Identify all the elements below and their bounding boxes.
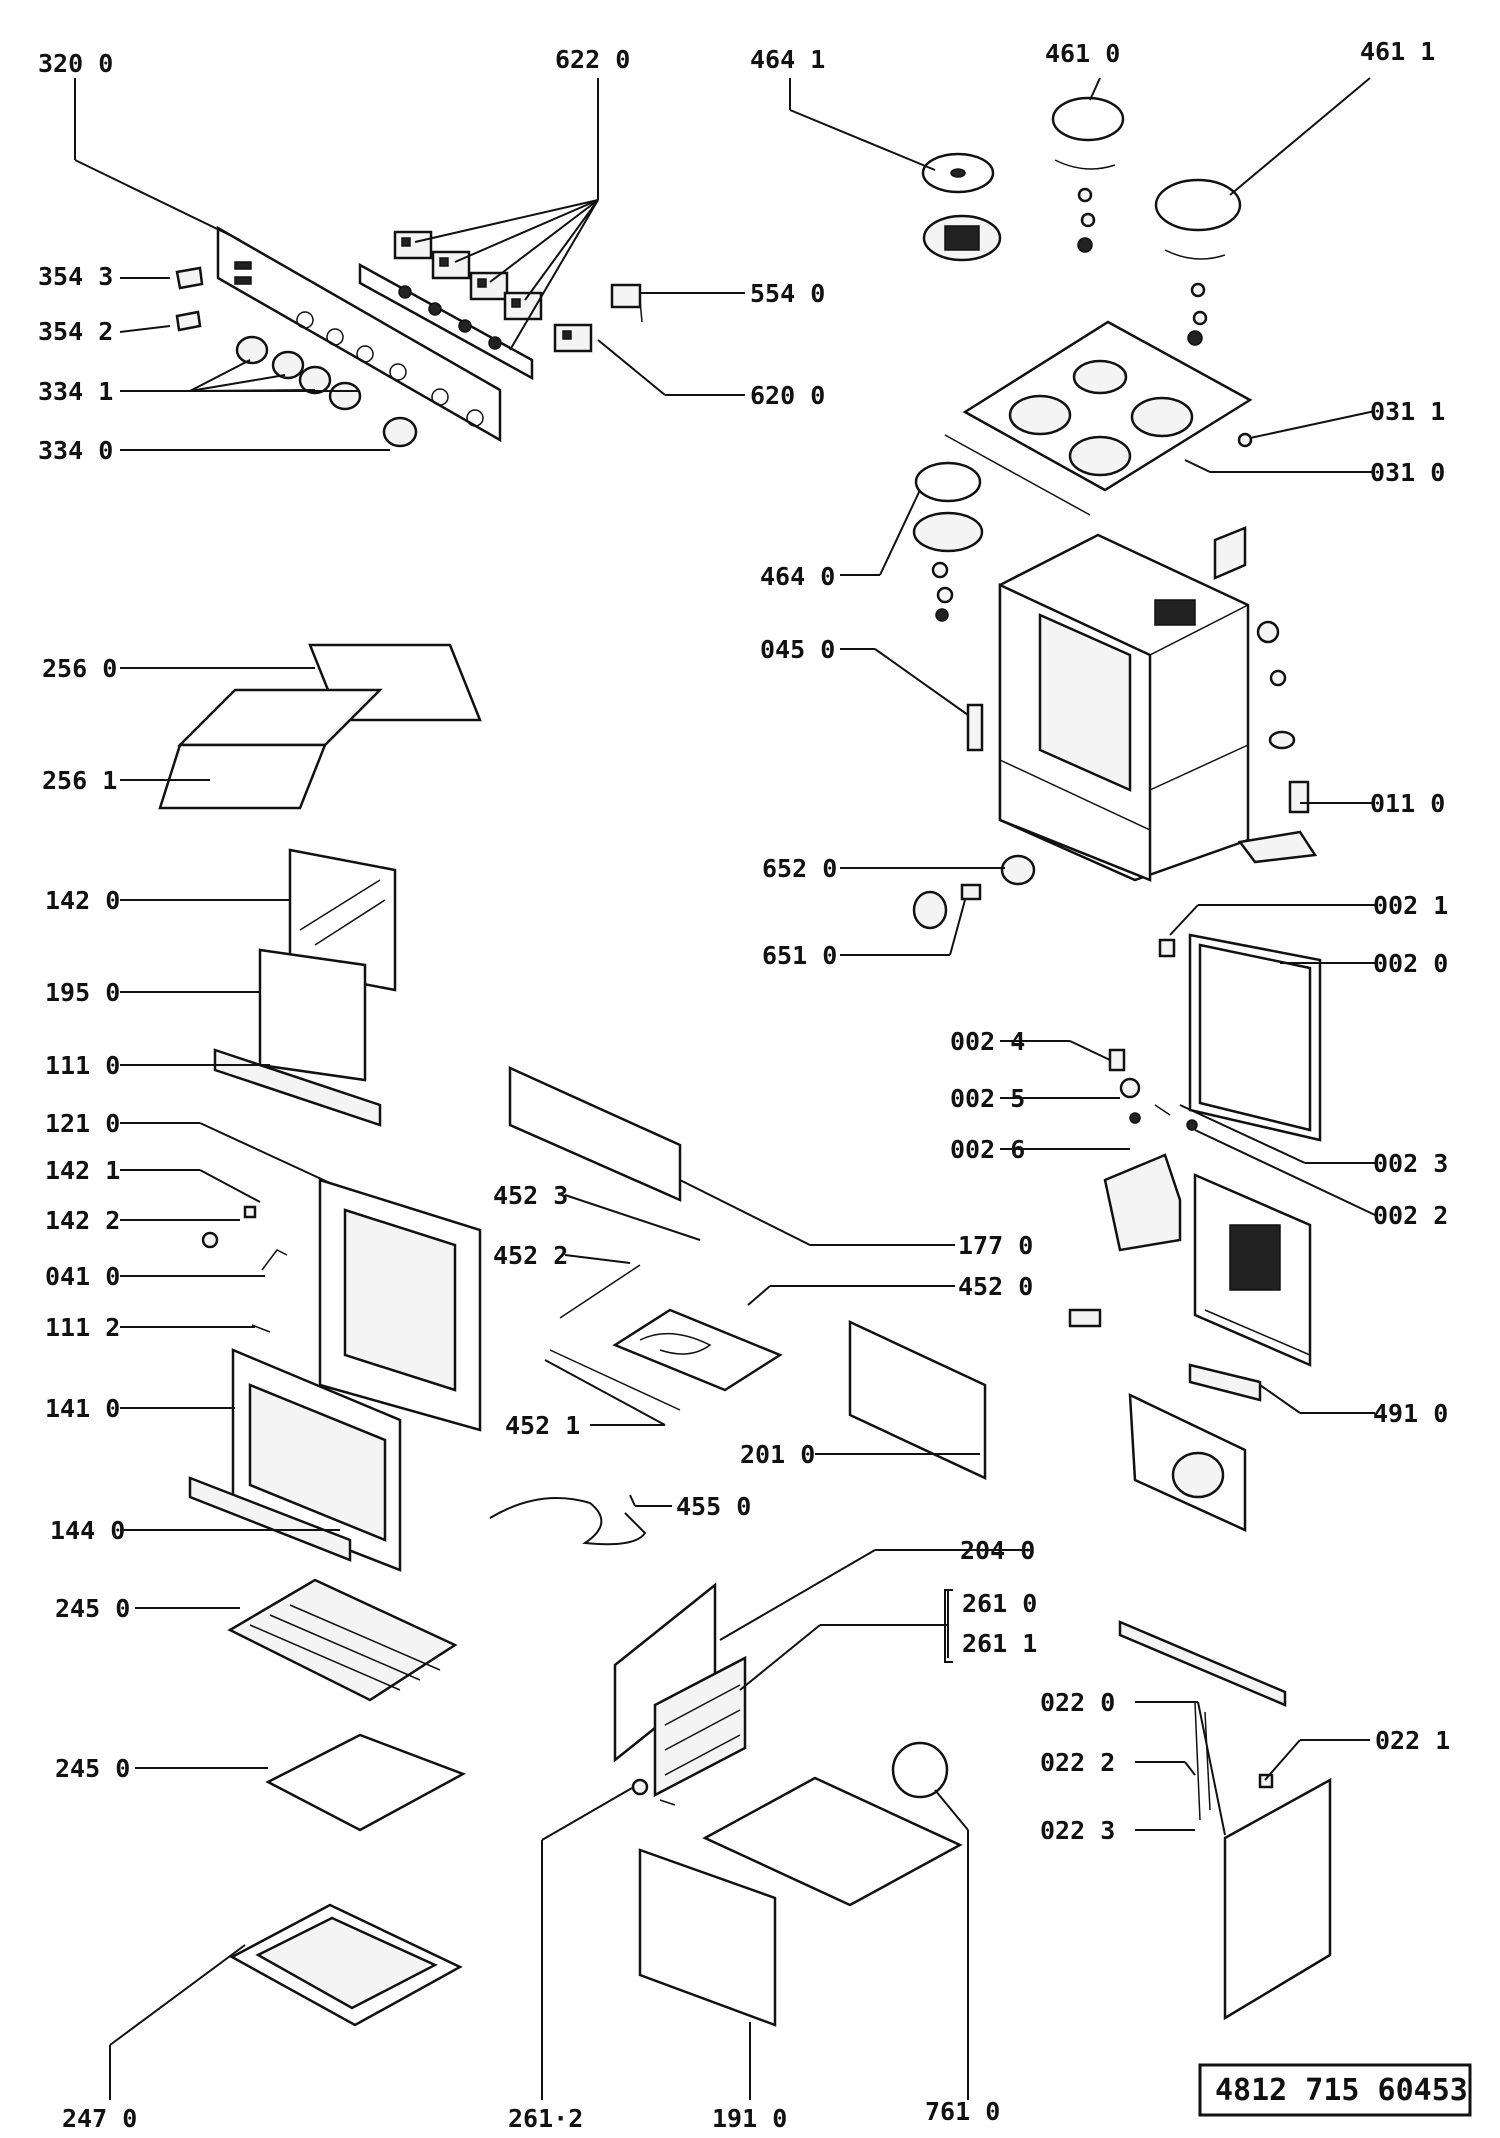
label-452-1: 452 1 xyxy=(505,1411,580,1440)
rear-panel-201 xyxy=(848,1320,987,1480)
label-261-2: 261·2 xyxy=(508,2104,583,2133)
label-002-1: 002 1 xyxy=(1373,891,1448,920)
rear-element-bracket xyxy=(508,1066,682,1202)
label-121-0: 121 0 xyxy=(45,1109,120,1138)
label-461-0: 461 0 xyxy=(1045,39,1120,68)
label-141-0: 141 0 xyxy=(45,1394,120,1423)
drip-pan xyxy=(229,1903,463,2027)
switch-rail xyxy=(358,262,534,381)
label-bracket-261 xyxy=(944,1589,953,1663)
rear-housing xyxy=(1128,1363,1262,1532)
plinth xyxy=(1118,1620,1287,1821)
label-455-0: 455 0 xyxy=(676,1492,751,1521)
door-frame xyxy=(201,1178,482,1432)
label-045-0: 045 0 xyxy=(760,635,835,664)
document-number: 4812 715 60453 xyxy=(1215,2073,1468,2108)
label-652-0: 652 0 xyxy=(762,854,837,883)
side-panel-right xyxy=(1223,1773,1332,2021)
label-354-3: 354 3 xyxy=(38,262,113,291)
label-201-0: 201 0 xyxy=(740,1440,815,1469)
label-142-0: 142 0 xyxy=(45,886,120,915)
label-111-2: 111 2 xyxy=(45,1313,120,1342)
label-002-6: 002 6 xyxy=(950,1135,1025,1164)
label-320-0: 320 0 xyxy=(38,49,113,78)
label-761-0: 761 0 xyxy=(925,2097,1000,2126)
drawer-panel xyxy=(638,1848,777,2027)
label-002-2: 002 2 xyxy=(1373,1201,1448,1230)
oven-tray xyxy=(158,643,482,810)
oven-glass-inner xyxy=(213,948,382,1127)
label-256-0: 256 0 xyxy=(42,654,117,683)
label-002-4: 002 4 xyxy=(950,1027,1025,1056)
oven-switch xyxy=(610,283,643,323)
label-622-0: 622 0 xyxy=(555,45,630,74)
element-bank-261 xyxy=(653,1655,747,1798)
label-461-1: 461 1 xyxy=(1360,37,1435,66)
label-031-0: 031 0 xyxy=(1370,458,1445,487)
label-204-0: 204 0 xyxy=(960,1536,1035,1565)
label-261-1: 261 1 xyxy=(962,1629,1037,1658)
hotplate-4611 xyxy=(1154,178,1242,346)
hob-top xyxy=(944,320,1253,516)
label-011-0: 011 0 xyxy=(1370,789,1445,818)
label-354-2: 354 2 xyxy=(38,317,113,346)
label-334-1: 334 1 xyxy=(38,377,113,406)
hotplate-4641 xyxy=(921,152,1002,262)
label-142-1: 142 1 xyxy=(45,1156,120,1185)
label-177-0: 177 0 xyxy=(958,1231,1033,1260)
label-256-1: 256 1 xyxy=(42,766,117,795)
label-261-0: 261 0 xyxy=(962,1589,1037,1618)
side-panel xyxy=(1108,933,1322,1142)
oven-glass-outer xyxy=(288,848,397,992)
label-022-3: 022 3 xyxy=(1040,1816,1115,1845)
energy-regulators xyxy=(393,230,543,321)
part-labels: 320 0 622 0 464 1 461 0 461 1 354 3 354 … xyxy=(38,37,1450,2133)
terminal-block xyxy=(553,323,593,353)
label-491-0: 491 0 xyxy=(1373,1399,1448,1428)
label-002-5: 002 5 xyxy=(950,1084,1025,1113)
grill-rack xyxy=(227,1578,458,1702)
oven-door xyxy=(188,1348,402,1572)
control-knobs xyxy=(235,335,418,448)
baking-sheet xyxy=(265,1733,466,1832)
label-195-0: 195 0 xyxy=(45,978,120,1007)
label-464-0: 464 0 xyxy=(760,562,835,591)
label-191-0: 191 0 xyxy=(712,2104,787,2133)
label-247-0: 247 0 xyxy=(62,2104,137,2133)
label-002-3: 002 3 xyxy=(1373,1149,1448,1178)
label-452-0: 452 0 xyxy=(958,1272,1033,1301)
label-334-0: 334 0 xyxy=(38,436,113,465)
leader-lines xyxy=(74,77,1376,2100)
label-245-0-a: 245 0 xyxy=(55,1594,130,1623)
back-panel xyxy=(1068,1153,1312,1367)
top-heating-element xyxy=(549,1264,783,1411)
label-142-2: 142 2 xyxy=(45,1206,120,1235)
label-041-0: 041 0 xyxy=(45,1262,120,1291)
label-464-1: 464 1 xyxy=(750,45,825,74)
label-554-0: 554 0 xyxy=(750,279,825,308)
oven-body xyxy=(966,526,1318,882)
label-620-0: 620 0 xyxy=(750,381,825,410)
thermostat-knob xyxy=(912,854,1036,930)
label-245-0-b: 245 0 xyxy=(55,1754,130,1783)
label-022-1: 022 1 xyxy=(1375,1726,1450,1755)
label-111-0: 111 0 xyxy=(45,1051,120,1080)
document-number-box: 4812 715 60453 xyxy=(1198,2063,1472,2117)
label-022-2: 022 2 xyxy=(1040,1748,1115,1777)
label-452-3: 452 3 xyxy=(493,1181,568,1210)
hotplate-4640 xyxy=(912,461,984,622)
label-452-2: 452 2 xyxy=(493,1241,568,1270)
label-002-0: 002 0 xyxy=(1373,949,1448,978)
label-144-0: 144 0 xyxy=(50,1516,125,1545)
control-panel-fascia xyxy=(216,225,502,443)
label-031-1: 031 1 xyxy=(1370,397,1445,426)
hotplate-4610 xyxy=(1051,96,1125,253)
label-022-0: 022 0 xyxy=(1040,1688,1115,1717)
grill-element xyxy=(489,1497,647,1546)
label-651-0: 651 0 xyxy=(762,941,837,970)
base-plate xyxy=(631,1741,963,1907)
panel-clips xyxy=(175,266,204,332)
